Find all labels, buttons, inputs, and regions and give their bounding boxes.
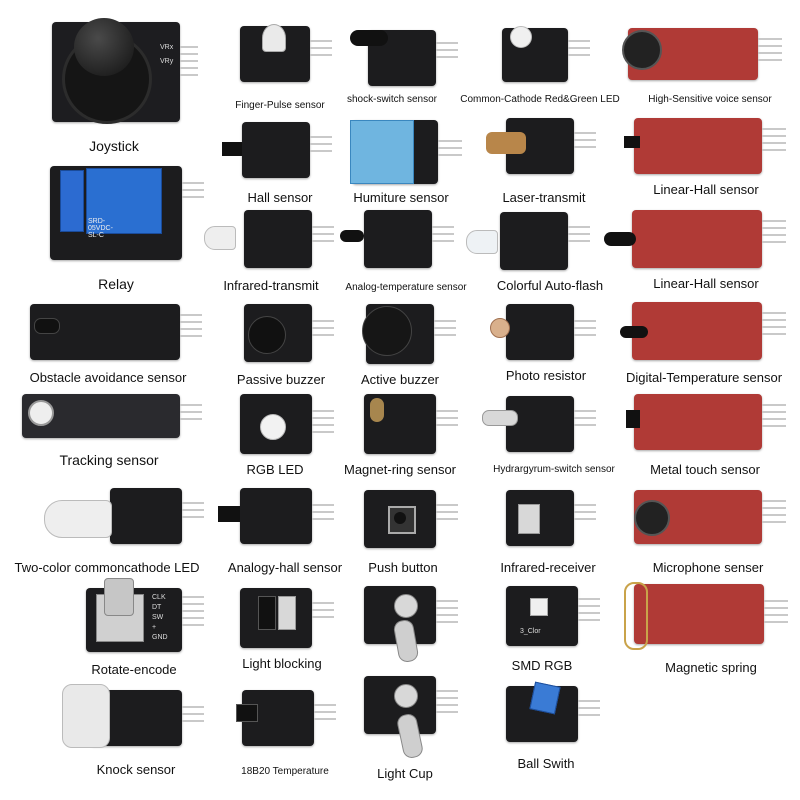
sensor-label: 18B20 Temperature (241, 766, 329, 777)
joystick-pin-label: VRx (160, 44, 174, 51)
sensor-label: Relay (98, 276, 134, 292)
encoder-pin-label: DT (152, 604, 162, 611)
sensor-label: Knock sensor (96, 762, 176, 777)
sensor-label: Push button (368, 560, 438, 575)
digital-temperature-module[interactable]: Digital-Temperature sensor (0, 0, 786, 385)
smd-face-text: 3_Clor (520, 628, 541, 635)
sensor-label: Magnetic spring (665, 660, 757, 675)
microphone-module[interactable]: Microphone senser (0, 0, 786, 575)
sensor-label: Obstacle avoidance sensor (29, 370, 187, 385)
sensor-label: Finger-Pulse sensor (235, 100, 325, 111)
relay-face-text: SRD-05VDC-SL-C (88, 218, 113, 239)
sensor-label: Magnet-ring sensor (344, 462, 456, 477)
magnetic-spring-module: Magnetic spring (0, 0, 788, 675)
sensor-label: Rotate-encode (91, 662, 177, 677)
sensor-label: SMD RGB (511, 658, 573, 673)
sensor-label: Laser-transmit (502, 190, 586, 205)
encoder-pin-label: SW (152, 614, 164, 621)
sensor-label: Metal touch sensor (650, 462, 760, 477)
sensor-label: Tracking sensor (59, 452, 159, 468)
sensor-label: Joystick (89, 138, 139, 154)
sensor-label: Analog-temperature sensor (345, 282, 467, 293)
sensor-label: Infrared-receiver (500, 560, 596, 575)
sensor-label: Ball Swith (517, 756, 575, 771)
linear-hall-module[interactable]: Linear-Hall sensor (0, 0, 786, 291)
sensor-label: Two-color commoncathode LED (14, 560, 200, 575)
sensor-label: Humiture sensor (353, 190, 449, 205)
encoder-pin-label: CLK (152, 594, 166, 601)
sensor-label: Microphone senser (652, 560, 764, 575)
sensor-label: RGB LED (246, 462, 304, 477)
sensor-label: Colorful Auto-flash (496, 278, 604, 293)
high-sensitive-voice-module[interactable]: High-Sensitive voice sensor (0, 0, 782, 105)
sensor-label: Hall sensor (247, 190, 313, 205)
sensor-label: High-Sensitive voice sensor (648, 94, 772, 105)
sensor-label: shock-switch sensor (346, 94, 438, 105)
encoder-pin-label: GND (152, 634, 168, 641)
sensor-label: Analogy-hall sensor (227, 560, 343, 575)
sensor-label: Infrared-transmit (223, 278, 319, 293)
obstacle-avoidance-module: Obstacle avoidance sensor (0, 0, 202, 385)
metal-touch-module[interactable]: Metal touch sensor (0, 0, 786, 477)
tracking-module: Tracking sensor (0, 0, 202, 468)
sensor-label: Linear-Hall sensor (653, 276, 759, 291)
sensor-label: Photo resistor (505, 368, 587, 383)
joystick-pin-label: VRy (160, 58, 174, 65)
sensor-label: Hydrargyrum-switch sensor (493, 464, 615, 475)
sensor-label: Passive buzzer (236, 372, 326, 387)
linear-hall-module[interactable]: Linear-Hall sensor (0, 0, 786, 197)
sensor-label: Active buzzer (360, 372, 440, 387)
sensor-label: Common-Cathode Red&Green LED (460, 94, 620, 105)
sensor-label: Linear-Hall sensor (653, 182, 759, 197)
sensor-label: Digital-Temperature sensor (625, 370, 783, 385)
sensor-label: Light blocking (242, 656, 322, 671)
encoder-pin-label: + (152, 624, 157, 631)
sensor-label: Light Cup (377, 766, 433, 781)
